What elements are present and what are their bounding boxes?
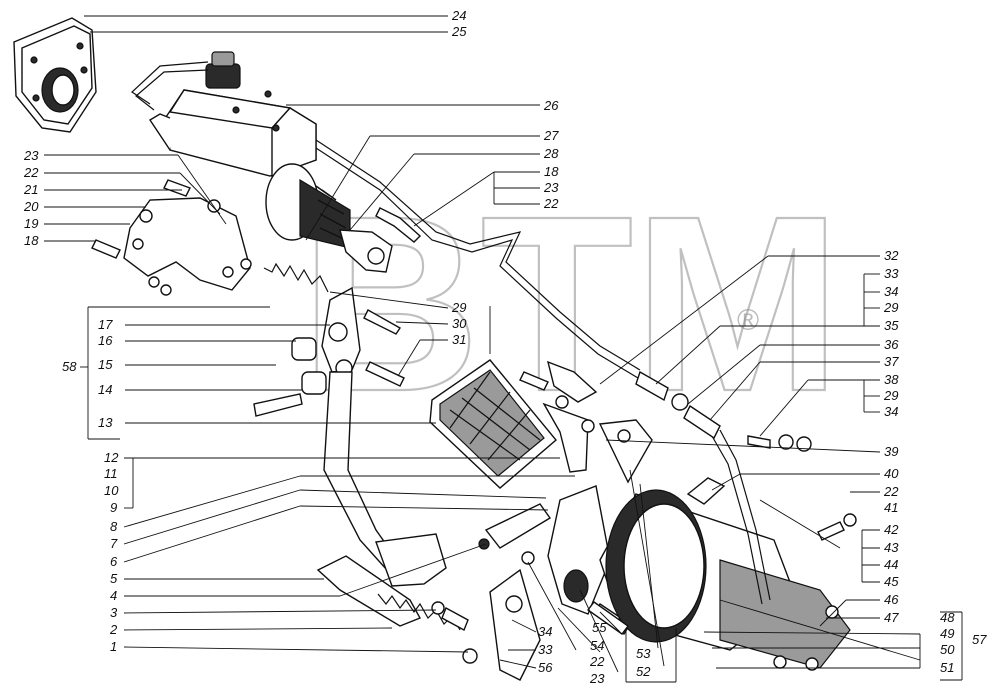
- callout-22-right: 22: [883, 484, 899, 499]
- callout-57: 57: [972, 632, 987, 647]
- callout-9: 9: [110, 500, 117, 515]
- callout-18-top: 18: [544, 164, 559, 179]
- callout-42: 42: [884, 522, 899, 537]
- return-spring: [263, 262, 329, 293]
- callout-18: 18: [24, 233, 39, 248]
- master-cylinder: [131, 51, 317, 177]
- callout-14: 14: [98, 382, 112, 397]
- callout-55: 55: [592, 620, 607, 635]
- callout-13: 13: [98, 415, 113, 430]
- callout-25: 25: [451, 24, 467, 39]
- callout-34-bottom: 34: [538, 624, 552, 639]
- callout-34: 34: [884, 284, 898, 299]
- callout-28: 28: [543, 146, 559, 161]
- callout-7: 7: [110, 536, 118, 551]
- callout-40: 40: [884, 466, 899, 481]
- callout-45: 45: [884, 574, 899, 589]
- callout-54: 54: [590, 638, 604, 653]
- callout-17: 17: [98, 317, 113, 332]
- callout-34-right: 34: [884, 404, 898, 419]
- callout-33-bottom: 33: [538, 642, 553, 657]
- watermark-text: BTM: [300, 164, 842, 443]
- hose-fittings: [542, 360, 812, 484]
- callout-56: 56: [538, 660, 553, 675]
- callout-36: 36: [884, 337, 899, 352]
- callout-10: 10: [104, 483, 119, 498]
- callout-6: 6: [110, 554, 118, 569]
- callout-5: 5: [110, 571, 118, 586]
- callout-30: 30: [452, 316, 467, 331]
- callout-15: 15: [98, 357, 113, 372]
- callout-46: 46: [884, 592, 899, 607]
- pedal-pad: [429, 359, 557, 489]
- callout-27: 27: [543, 128, 559, 143]
- callout-22: 22: [23, 165, 39, 180]
- callout-47: 47: [884, 610, 899, 625]
- callout-24: 24: [451, 8, 466, 23]
- callout-35: 35: [884, 318, 899, 333]
- callout-41: 41: [884, 500, 898, 515]
- callout-53: 53: [636, 646, 651, 661]
- pedal-bracket: [91, 179, 252, 296]
- lever-bracket: [478, 485, 631, 681]
- booster-cylinder: [599, 429, 851, 671]
- callout-38: 38: [884, 372, 899, 387]
- callout-12: 12: [104, 450, 119, 465]
- callout-19: 19: [24, 216, 38, 231]
- callout-2: 2: [109, 622, 118, 637]
- callout-29-lower: 29: [883, 388, 898, 403]
- callout-58: 58: [62, 359, 77, 374]
- mounting-plate: [13, 17, 97, 133]
- lower-bracket: [316, 555, 478, 664]
- callout-23: 23: [23, 148, 39, 163]
- callout-37: 37: [884, 354, 899, 369]
- callout-29-right: 29: [883, 300, 898, 315]
- callout-44: 44: [884, 557, 898, 572]
- callout-50: 50: [940, 642, 955, 657]
- callout-32: 32: [884, 248, 899, 263]
- callout-20: 20: [23, 199, 39, 214]
- hydraulic-tube: [315, 139, 641, 379]
- callout-21: 21: [23, 182, 38, 197]
- callout-22-bottom: 22: [589, 654, 605, 669]
- illustration: [13, 17, 857, 681]
- callout-3: 3: [110, 605, 118, 620]
- callout-43: 43: [884, 540, 899, 555]
- callout-8: 8: [110, 519, 118, 534]
- callout-29: 29: [451, 300, 466, 315]
- pedal-arm: [253, 286, 447, 587]
- watermark-registered-mark: ®: [737, 304, 759, 337]
- callout-4: 4: [110, 588, 117, 603]
- callout-1: 1: [110, 639, 117, 654]
- callout-31: 31: [452, 332, 466, 347]
- callout-33: 33: [884, 266, 899, 281]
- callout-52: 52: [636, 664, 651, 679]
- boot-and-pushrod: [265, 163, 393, 273]
- callout-26: 26: [543, 98, 559, 113]
- leader-lines: [44, 15, 963, 683]
- callout-49: 49: [940, 626, 954, 641]
- callout-23-top: 23: [543, 180, 559, 195]
- callout-16: 16: [98, 333, 113, 348]
- callout-11: 11: [104, 466, 118, 481]
- callout-51: 51: [940, 660, 954, 675]
- watermark: BTM ®: [299, 163, 843, 444]
- callout-numbers: 24 25 26 27 28 18 23 22 23 22 21 20 19 1…: [23, 8, 987, 686]
- callout-39: 39: [884, 444, 898, 459]
- callout-22-top: 22: [543, 196, 559, 211]
- callout-23-bottom: 23: [589, 671, 605, 686]
- callout-48: 48: [940, 610, 955, 625]
- bolts: [375, 207, 857, 635]
